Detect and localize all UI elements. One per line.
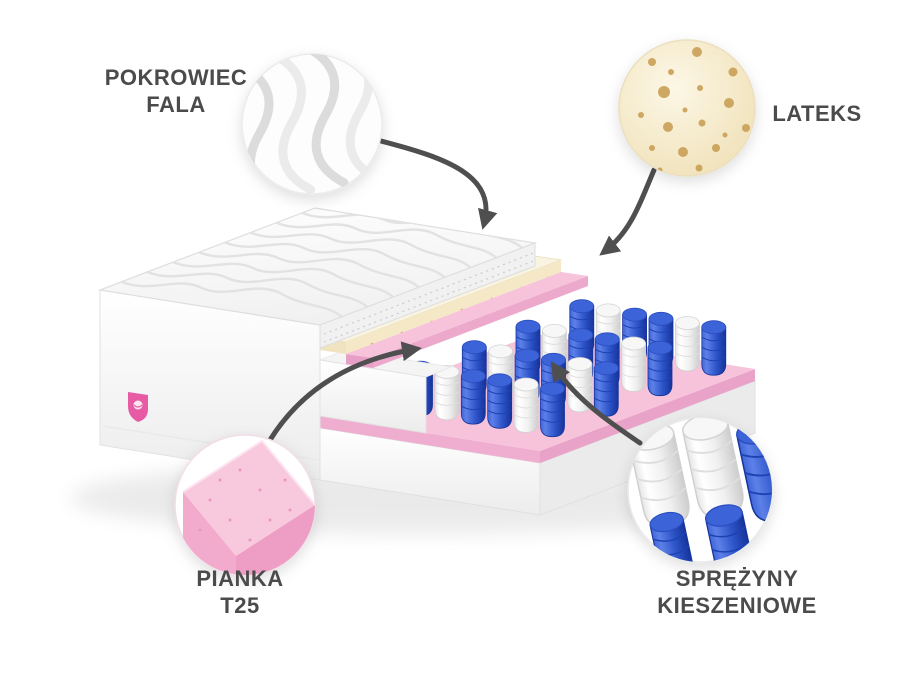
- cover-label: POKROWIEC FALA: [56, 64, 296, 118]
- springs-label-line1: SPRĘŻYNY: [675, 566, 799, 591]
- latex-swatch-icon: [618, 39, 756, 177]
- foam-texture-dots: [198, 468, 292, 542]
- brand-badge: [128, 392, 148, 422]
- arrow-cover-to-mattress: [378, 138, 498, 230]
- cover-label-line1: POKROWIEC: [104, 65, 248, 90]
- latex-label: LATEKS: [752, 100, 882, 127]
- arrow-springs-to-mattress: [550, 360, 643, 446]
- arrow-latex-to-mattress: [599, 167, 657, 256]
- pink-foam-corner: [182, 439, 315, 575]
- mattress-cover-layer: [97, 207, 538, 481]
- mattress-illustration: [97, 207, 756, 516]
- springs-label-line2: KIESZENIOWE: [657, 593, 817, 618]
- pocket-springs-swatch-icon: [627, 417, 773, 563]
- latex-label-text: LATEKS: [772, 101, 862, 126]
- foam-label-line2: T25: [220, 593, 260, 618]
- arrow-foam-to-mattress: [267, 341, 422, 443]
- cover-zipper-band: [319, 242, 537, 349]
- foam-label-line1: PIANKA: [196, 566, 284, 591]
- pink-foam-swatch-icon: [174, 434, 316, 576]
- foam-sheet-top: [346, 272, 588, 368]
- foam-label: PIANKA T25: [160, 565, 320, 619]
- latex-holes-texture: [638, 47, 750, 173]
- cover-label-line2: FALA: [146, 92, 206, 117]
- springs-label: SPRĘŻYNY KIESZENIOWE: [622, 565, 852, 619]
